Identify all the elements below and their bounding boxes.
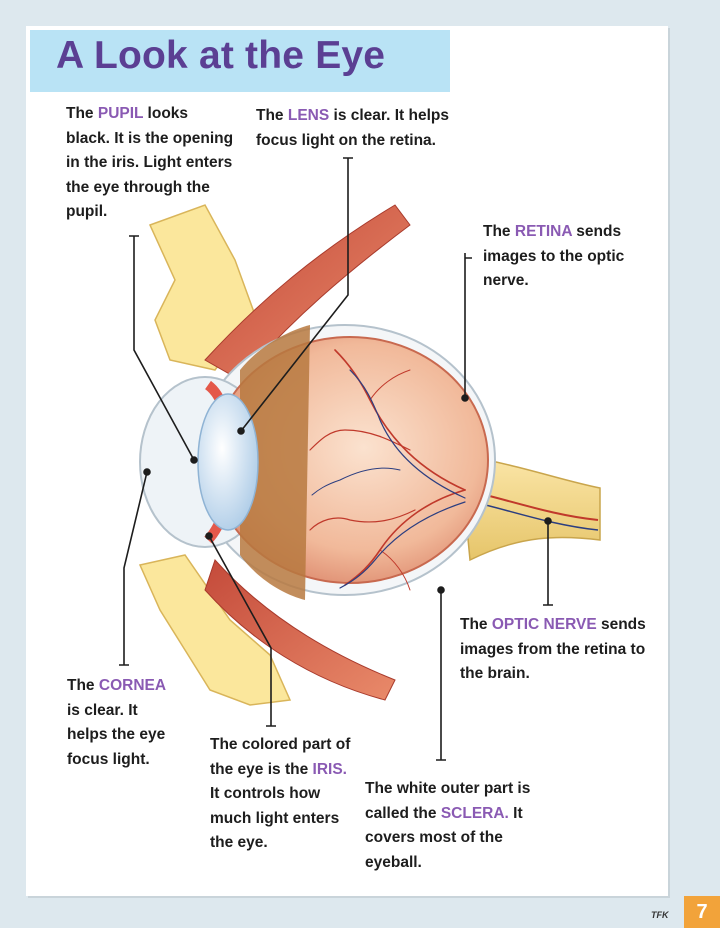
- term-sclera: SCLERA.: [440, 804, 509, 822]
- label-retina: The RETINA sends images to the optic ner…: [483, 223, 625, 289]
- pointer-pupil: [129, 235, 195, 461]
- term-optic-nerve: OPTIC NERVE: [491, 616, 597, 633]
- pointer-optic-nerve-dot: [544, 517, 552, 525]
- label-pupil: The PUPIL looks black. It is the opening…: [66, 105, 234, 220]
- page-title: A Look at the Eye: [56, 34, 386, 77]
- ciliary-band: [240, 325, 310, 600]
- term-cornea: CORNEA: [98, 677, 166, 694]
- label-sclera: The white outer part is called the SCLER…: [365, 780, 531, 871]
- term-retina: RETINA: [514, 223, 572, 240]
- label-optic-nerve: The OPTIC NERVE sends images from the re…: [460, 616, 646, 682]
- pointer-iris: [208, 535, 276, 727]
- pointer-cornea: [119, 471, 148, 666]
- orbital-bone-top: [148, 204, 256, 371]
- pointer-retina: [464, 253, 472, 398]
- pointer-pupil-dot: [190, 456, 198, 464]
- pointer-retina-dot: [461, 394, 469, 402]
- term-lens: LENS: [287, 107, 330, 124]
- pointer-lines: [119, 157, 553, 761]
- term-iris: IRIS.: [312, 760, 347, 778]
- lens-shape: [197, 393, 259, 531]
- pointer-optic-nerve: [543, 521, 553, 606]
- pointer-cornea-dot: [143, 468, 151, 476]
- term-pupil: PUPIL: [97, 105, 144, 122]
- page-number: 7: [684, 896, 720, 928]
- muscle-bottom: [204, 559, 396, 701]
- pointer-lens: [240, 157, 353, 432]
- pointer-lens-dot: [237, 427, 245, 435]
- label-lens: The LENS is clear. It helps focus light …: [256, 107, 449, 149]
- label-iris: The colored part of the eye is the IRIS.…: [210, 736, 351, 851]
- publication-logo: TFK: [651, 910, 669, 920]
- retina-vessels: [309, 349, 466, 591]
- title-banner: [30, 30, 450, 92]
- pointer-sclera: [436, 590, 446, 761]
- pointer-sclera-dot: [437, 586, 445, 594]
- pointer-iris-dot: [205, 532, 213, 540]
- label-cornea: The CORNEA is clear. It helps the eye fo…: [67, 677, 166, 768]
- muscle-top: [204, 204, 411, 381]
